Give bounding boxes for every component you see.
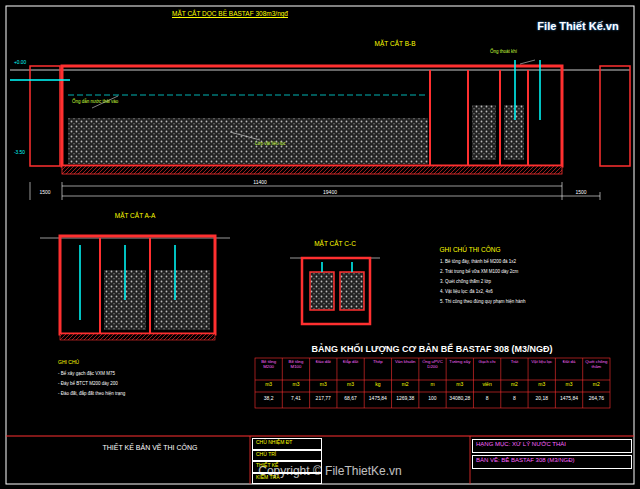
drawing-purpose: THIẾT KẾ BẢN VẼ THI CÔNG bbox=[102, 444, 197, 452]
table-rule bbox=[582, 358, 583, 408]
table-rule bbox=[282, 358, 283, 408]
table-cell: 264,76 bbox=[584, 396, 609, 402]
dimension: 1500 bbox=[575, 190, 586, 196]
table-cell: Gạch chỉ bbox=[474, 360, 499, 365]
table-cell: m3 bbox=[447, 382, 472, 388]
dimension: 1500 bbox=[39, 190, 50, 196]
table-cell: 1475,84 bbox=[556, 396, 581, 402]
table-cell: m3 bbox=[256, 382, 281, 388]
table-cell: 34080,28 bbox=[447, 396, 472, 402]
section-c-c bbox=[290, 258, 380, 324]
title-block-text: THIẾT KẾ bbox=[256, 463, 318, 469]
note-heading: GHI CHÚ bbox=[58, 360, 79, 366]
table-cell: 1475,84 bbox=[365, 396, 390, 402]
note-line: - Bể xây gạch đặc VXM M75 bbox=[58, 372, 115, 377]
title-block-cell: CHỦ NHIỆM ĐT bbox=[252, 438, 322, 450]
callout: Ống dẫn nước thải vào bbox=[72, 100, 118, 105]
title-block-cell: THIẾT KẾ bbox=[252, 461, 322, 473]
table-rule bbox=[418, 358, 419, 408]
table-cell: 38,2 bbox=[256, 396, 281, 402]
table-cell: m3 bbox=[283, 382, 308, 388]
table-rule bbox=[309, 358, 310, 408]
callout: Lớp vật liệu lọc bbox=[255, 142, 285, 147]
title-block-text: KIỂM TRA bbox=[256, 475, 318, 481]
note-line: 2. Trát trong bể vữa XM M100 dày 2cm bbox=[440, 270, 518, 275]
table-rule bbox=[391, 358, 392, 408]
table-cell: Tường xây bbox=[447, 360, 472, 365]
title-block-text: BẢN VẼ: BỂ BASTAF 308 (M3/NGĐ) bbox=[476, 457, 628, 464]
table-cell: 100 bbox=[420, 396, 445, 402]
table-heading: BẢNG KHỐI LƯỢNG CƠ BẢN BỂ BASTAF 308 (M3… bbox=[311, 345, 552, 355]
table-cell: Bê tông M100 bbox=[283, 360, 308, 369]
section-a-a bbox=[40, 236, 230, 340]
section-heading: MẶT CẮT A-A bbox=[115, 212, 156, 219]
title-block-text: HẠNG MỤC: XỬ LÝ NƯỚC THẢI bbox=[476, 441, 628, 448]
table-cell: Quét chống thấm bbox=[584, 360, 609, 369]
table-cell: m3 bbox=[556, 382, 581, 388]
table-cell: Thép bbox=[365, 360, 390, 365]
table-rule bbox=[446, 358, 447, 408]
table-cell: Đào đất bbox=[311, 360, 336, 365]
title-block-cell: HẠNG MỤC: XỬ LÝ NƯỚC THẢI bbox=[472, 439, 632, 453]
table-cell: 7,41 bbox=[283, 396, 308, 402]
table-cell: m2 bbox=[584, 382, 609, 388]
table-cell: Bê tông M200 bbox=[256, 360, 281, 369]
drawing-title: MẶT CẮT DỌC BỂ BASTAF 308m3/ngđ bbox=[172, 10, 288, 17]
table-rule bbox=[555, 358, 556, 408]
table-cell: Trát bbox=[502, 360, 527, 365]
table-cell: Đắp đất bbox=[338, 360, 363, 365]
title-block-cell: BẢN VẼ: BỂ BASTAF 308 (M3/NGĐ) bbox=[472, 455, 632, 469]
title-block-text: CHỦ TRÌ bbox=[256, 452, 318, 458]
table-cell: kg bbox=[365, 382, 390, 388]
table-rule bbox=[364, 358, 365, 408]
table-cell: 8 bbox=[474, 396, 499, 402]
section-heading: GHI CHÚ THI CÔNG bbox=[440, 246, 501, 253]
title-block-cell: KIỂM TRA bbox=[252, 473, 322, 485]
note-line: 3. Quét chống thấm 2 lớp bbox=[440, 280, 491, 285]
level-mark: -3.50 bbox=[14, 150, 25, 155]
note-line: 4. Vật liệu lọc: đá 1x2, 4x6 bbox=[440, 290, 493, 295]
table-rule bbox=[473, 358, 474, 408]
callout: Ống thoát khí bbox=[490, 50, 517, 55]
dimension: 11400 bbox=[253, 180, 267, 186]
table-cell: Đất đá bbox=[556, 360, 581, 365]
long-section bbox=[10, 60, 630, 200]
table-cell: 20,18 bbox=[529, 396, 554, 402]
table-cell: Ống uPVC D200 bbox=[420, 360, 445, 369]
table-rule bbox=[528, 358, 529, 408]
table-cell: m2 bbox=[502, 382, 527, 388]
table-cell: 217,77 bbox=[311, 396, 336, 402]
watermark: File Thiết Kế.vn bbox=[537, 20, 618, 32]
table-cell: m bbox=[420, 382, 445, 388]
table-cell: m3 bbox=[529, 382, 554, 388]
note-line: 1. Bê tông đáy, thành bể M200 đá 1x2 bbox=[440, 260, 516, 265]
table-cell: Vật liệu lọc bbox=[529, 360, 554, 365]
level-mark: +0.00 bbox=[14, 60, 26, 65]
note-line: - Đào đất, đắp đất theo hiện trạng bbox=[58, 392, 125, 397]
note-line: 5. Thi công theo đúng quy phạm hiện hành bbox=[440, 300, 525, 305]
table-cell: 68,67 bbox=[338, 396, 363, 402]
table-cell: m2 bbox=[393, 382, 418, 388]
section-heading: MẶT CẮT B-B bbox=[375, 40, 416, 47]
section-heading: MẶT CẮT C-C bbox=[314, 240, 356, 247]
quantity-table bbox=[255, 358, 610, 408]
table-cell: Ván khuôn bbox=[393, 360, 418, 365]
table-cell: m3 bbox=[338, 382, 363, 388]
title-block-cell: CHỦ TRÌ bbox=[252, 450, 322, 462]
table-rule bbox=[336, 358, 337, 408]
title-block-text: CHỦ NHIỆM ĐT bbox=[256, 440, 318, 446]
table-cell: viên bbox=[474, 382, 499, 388]
table-cell: 8 bbox=[502, 396, 527, 402]
table-rule bbox=[500, 358, 501, 408]
note-line: - Đáy bể BTCT M200 dày 200 bbox=[58, 382, 118, 387]
table-cell: 1269,38 bbox=[393, 396, 418, 402]
table-cell: m3 bbox=[311, 382, 336, 388]
dimension: 19400 bbox=[323, 190, 337, 196]
